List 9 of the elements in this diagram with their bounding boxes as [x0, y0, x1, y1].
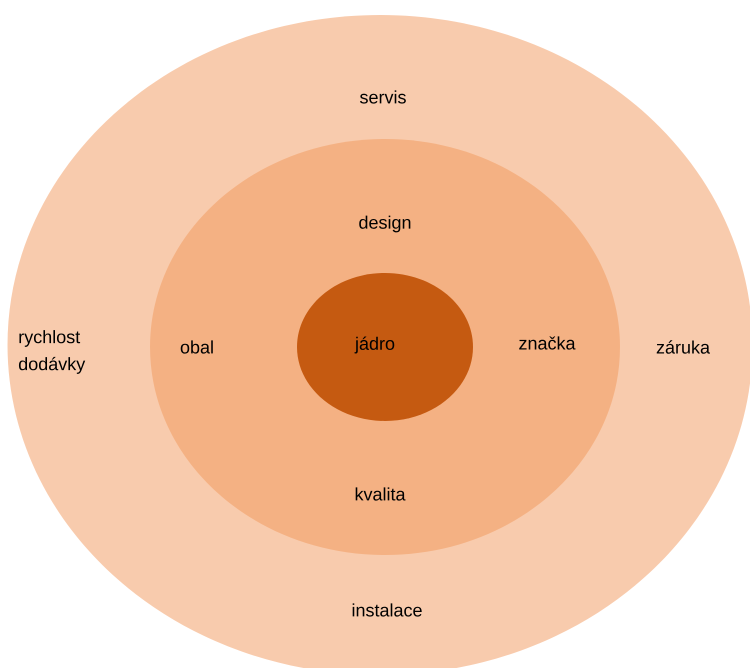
ring-label: design: [359, 216, 410, 232]
ring-label: servis: [360, 90, 406, 104]
ring-label: rychlost dodávky: [18, 330, 86, 374]
ring-label: kvalita: [356, 487, 406, 501]
ring-label: instalace: [352, 603, 422, 617]
ring-label: obal: [180, 340, 213, 354]
ring-label: značka: [519, 336, 576, 350]
ring-label: jádro: [354, 336, 394, 354]
ring-label: záruka: [656, 340, 710, 354]
